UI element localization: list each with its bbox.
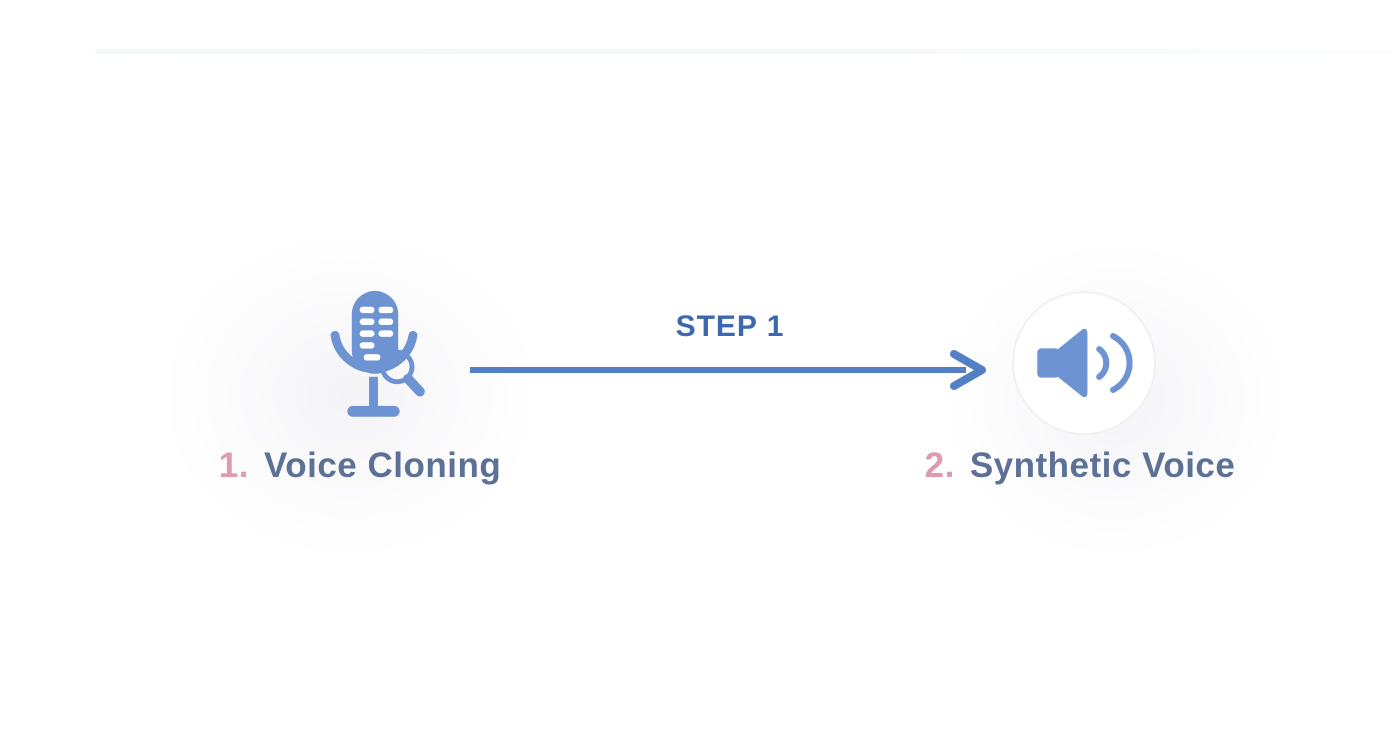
- step-number: 2.: [924, 446, 955, 485]
- step-number: 1.: [218, 446, 249, 485]
- speaker-icon: [1037, 328, 1133, 398]
- node-label-voice-cloning: 1. Voice Cloning: [160, 443, 560, 489]
- speaker-circle: [1012, 291, 1156, 435]
- microphone-icon: [330, 290, 425, 417]
- top-divider: [95, 49, 1392, 54]
- arrow-label: STEP 1: [675, 310, 785, 343]
- step-name: Voice Cloning: [263, 446, 502, 485]
- step-name: Synthetic Voice: [969, 446, 1236, 485]
- node-label-synthetic-voice: 2. Synthetic Voice: [870, 443, 1290, 489]
- arrow-icon: [470, 350, 986, 390]
